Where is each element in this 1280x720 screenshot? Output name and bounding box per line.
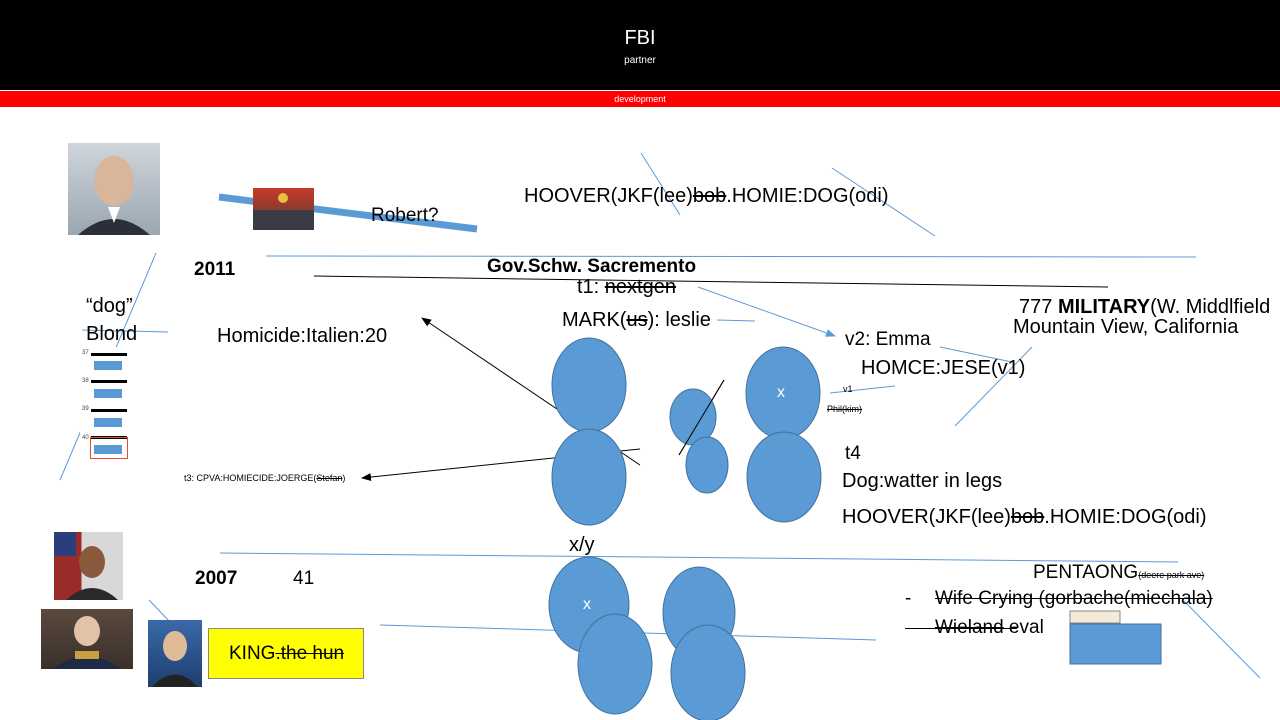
development-bar: development <box>0 91 1280 107</box>
title-header: FBI partner <box>0 0 1280 90</box>
mountain-view-note: Mountain View, California <box>1013 316 1239 338</box>
circle <box>551 337 627 433</box>
mark-note: MARK(us): leslie <box>562 309 711 331</box>
portrait-photo <box>54 532 123 600</box>
mini-chart-image: 37 38 39 40 <box>80 347 136 461</box>
row-number: 38 <box>82 378 89 384</box>
hoover-note-top: HOOVER(JKF(lee)bob.HOMIE:DOG(odi) <box>524 185 889 207</box>
v2-note: v2: Emma <box>845 329 931 350</box>
xy-label: x/y <box>569 534 595 556</box>
highlight-frame <box>90 437 128 459</box>
year-2011: 2011 <box>194 259 236 280</box>
row-number: 40 <box>82 435 89 441</box>
row-number: 39 <box>82 406 89 412</box>
circle <box>670 624 746 720</box>
portrait-photo <box>68 143 160 235</box>
v1-small-note: v1 <box>843 384 853 394</box>
number-41: 41 <box>293 568 315 589</box>
circle <box>669 388 717 446</box>
robert-note: Robert? <box>371 205 439 226</box>
dog-water-note: Dog:watter in legs <box>842 470 1003 492</box>
crowd-photo <box>253 188 314 230</box>
circle <box>551 428 627 526</box>
portrait-photo <box>41 609 133 669</box>
circle <box>577 613 653 715</box>
circle <box>662 566 736 660</box>
dog-note: “dog” <box>86 295 133 317</box>
phil-small-note: Phil(kim) <box>827 404 862 414</box>
circle-x-label: x <box>583 596 591 613</box>
circle <box>685 436 729 494</box>
header-subtitle: partner <box>624 55 656 66</box>
circle-x-label: x <box>777 384 785 401</box>
wieland-strike-line <box>905 628 1017 629</box>
t1-note: t1: nextgen <box>577 276 676 298</box>
hoover-note-mid: HOOVER(JKF(lee)bob.HOMIE:DOG(odi) <box>842 506 1207 528</box>
homce-note: HOMCE:JESE(v1) <box>861 357 1026 379</box>
dash-bullet: - <box>905 588 912 609</box>
t3-note: t3: CPVA:HOMIECIDE:JOERGE(Stefan) <box>184 473 346 483</box>
circle <box>746 431 822 523</box>
header-title: FBI <box>624 27 656 49</box>
row-number: 37 <box>82 350 89 356</box>
blond-note: Blond <box>86 323 138 345</box>
year-2007: 2007 <box>195 568 238 589</box>
homicide-note: Homicide:Italien:20 <box>217 325 388 347</box>
pentagon-note: PENTAONG(deere park ave) <box>1033 562 1205 583</box>
t4-note: t4 <box>845 443 861 464</box>
military-note: 777 MILITARY(W. Middlfield <box>1019 296 1271 318</box>
portrait-photo <box>148 620 202 687</box>
king-highlight-box: KING.the hun <box>208 628 364 679</box>
wieland-note: Wieland eval <box>935 617 1044 638</box>
wife-note: Wife Crying (gorbache(miechala) <box>935 588 1213 609</box>
governor-note: Gov.Schw. Sacremento <box>487 256 697 277</box>
